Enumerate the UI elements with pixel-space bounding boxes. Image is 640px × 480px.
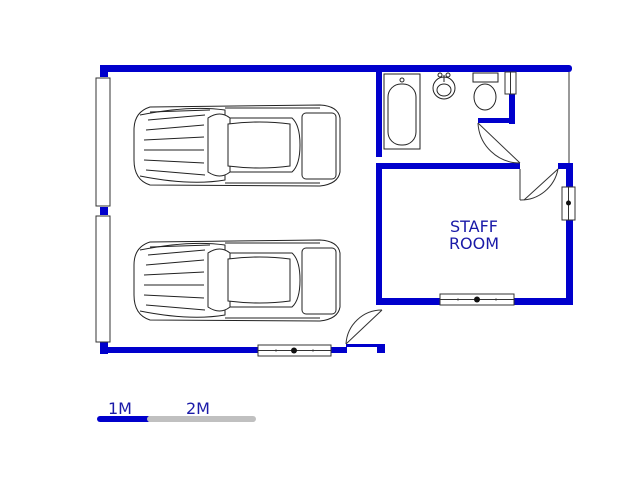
- scale-mark-1m: 1M: [108, 399, 132, 418]
- door-threshold: [346, 344, 384, 347]
- bottom-wall-left: [100, 347, 258, 353]
- room-label-room: ROOM: [449, 234, 499, 253]
- toilet-door: [477, 122, 521, 164]
- staff-right-wall-top: [566, 163, 573, 187]
- left-wall-top-stub: [100, 65, 108, 77]
- garage-doors: [95, 77, 111, 343]
- bathroom-fixtures: [383, 72, 499, 150]
- staff-bottom-window: [439, 293, 515, 306]
- door-jamb: [377, 344, 385, 353]
- car-lower-icon: [133, 239, 341, 322]
- bathroom-bottom-wall-right: [558, 163, 572, 169]
- toilet-partition: [509, 72, 515, 124]
- partition-wall-lower: [376, 168, 382, 304]
- left-wall-mid-stub: [100, 207, 108, 215]
- bottom-wall-right: [331, 347, 347, 353]
- toilet-icon: [472, 72, 499, 111]
- room-label-staff: STAFF: [450, 217, 498, 236]
- garage-door-upper: [95, 77, 111, 207]
- top-wall: [100, 65, 572, 72]
- scale-mark-2m: 2M: [186, 399, 210, 418]
- scale-bar-segment-2: [147, 416, 256, 422]
- staff-right-wall-bottom: [566, 220, 573, 305]
- staff-bottom-wall-left: [376, 298, 440, 305]
- bathroom-bottom-wall: [376, 163, 520, 169]
- staff-bottom-wall-right: [514, 298, 573, 305]
- garage-door-lower: [95, 215, 111, 343]
- staff-room-door: [519, 168, 559, 201]
- toilet-window: [504, 71, 517, 95]
- scale-bar: 1M 2M: [97, 399, 256, 422]
- doors: [345, 72, 570, 345]
- walls: [100, 65, 573, 354]
- garage-bottom-window: [257, 344, 332, 357]
- staff-right-window: [561, 186, 576, 221]
- partition-wall-upper: [376, 65, 382, 157]
- toilet-partition-return: [478, 118, 515, 123]
- garage-side-door: [345, 309, 383, 345]
- wash-basin-icon: [432, 72, 456, 100]
- windows: [257, 71, 576, 357]
- bathtub-icon: [383, 73, 421, 150]
- scale-bar-segment-1: [97, 416, 151, 422]
- car-upper-icon: [133, 104, 341, 187]
